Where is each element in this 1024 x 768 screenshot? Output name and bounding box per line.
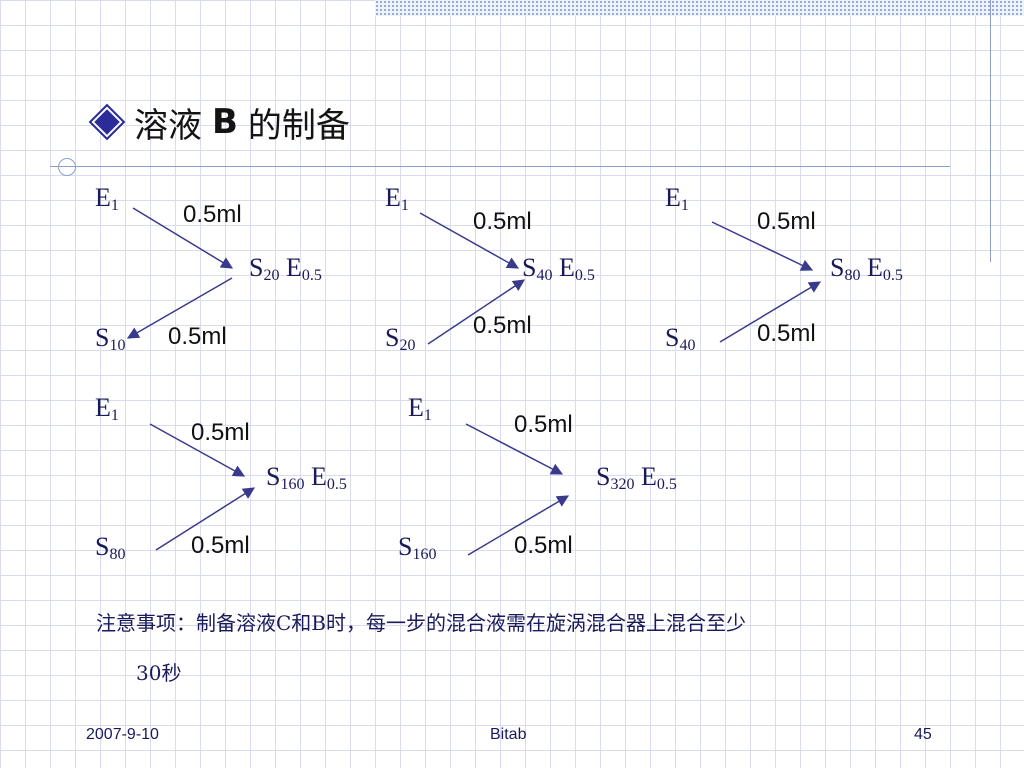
title-prefix: 溶液 <box>134 105 202 146</box>
arrow-step2-top <box>419 212 520 269</box>
step1-top-volume: 0.5ml <box>183 201 242 228</box>
footer-date: 2007-9-10 <box>86 726 159 743</box>
step4-result-label: S160 E0.5 <box>266 462 347 493</box>
step5-top-label: E1 <box>408 393 432 424</box>
step1-result-label: S20 E0.5 <box>249 253 322 284</box>
step3-result-label: S80 E0.5 <box>830 253 903 284</box>
arrow-step3-bottom <box>719 281 822 343</box>
arrow-step1-top <box>132 207 234 269</box>
step5-top-volume: 0.5ml <box>514 411 573 438</box>
header-pattern-band <box>375 0 1024 16</box>
step3-bottom-label: S40 <box>665 323 696 354</box>
step1-top-label: E1 <box>95 183 119 214</box>
step4-bottom-label: S80 <box>95 532 126 563</box>
step2-top-label: E1 <box>385 183 409 214</box>
step4-bottom-volume: 0.5ml <box>191 532 250 559</box>
step3-bottom-volume: 0.5ml <box>757 320 816 347</box>
step5-bottom-volume: 0.5ml <box>514 532 573 559</box>
step1-bottom-label: S10 <box>95 323 126 354</box>
step2-result-label: S40 E0.5 <box>522 253 595 284</box>
step4-top-label: E1 <box>95 393 119 424</box>
decorative-ring <box>58 158 76 176</box>
note-line-1: 注意事项：制备溶液C和B时，每一步的混合液需在旋涡混合器上混合至少 <box>96 611 746 635</box>
footer-page-number: 45 <box>914 726 932 743</box>
step2-top-volume: 0.5ml <box>473 208 532 235</box>
title-bold: B <box>212 102 238 142</box>
arrow-step5-top <box>465 423 564 475</box>
note-text: 注意事项：制备溶液C和B时，每一步的混合液需在旋涡混合器上混合至少 30秒 <box>96 598 966 698</box>
arrow-step4-top <box>149 423 246 477</box>
step2-bottom-volume: 0.5ml <box>473 312 532 339</box>
title-suffix: 的制备 <box>247 105 350 146</box>
arrow-step1-bottom <box>126 277 233 339</box>
decorative-horizontal-rule <box>50 166 950 167</box>
step2-bottom-label: S20 <box>385 323 416 354</box>
step3-top-label: E1 <box>665 183 689 214</box>
arrow-step4-bottom <box>155 487 256 551</box>
decorative-vertical-rule <box>990 0 991 262</box>
step3-top-volume: 0.5ml <box>757 208 816 235</box>
arrow-step5-bottom <box>467 495 570 556</box>
footer-center: Bitab <box>490 726 527 743</box>
step1-bottom-volume: 0.5ml <box>168 323 227 350</box>
arrow-step2-bottom <box>427 279 525 345</box>
step5-result-label: S320 E0.5 <box>596 462 677 493</box>
step5-bottom-label: S160 <box>398 532 437 563</box>
arrow-step3-top <box>711 221 814 271</box>
step4-top-volume: 0.5ml <box>191 419 250 446</box>
note-line-2: 30秒 <box>136 661 182 685</box>
